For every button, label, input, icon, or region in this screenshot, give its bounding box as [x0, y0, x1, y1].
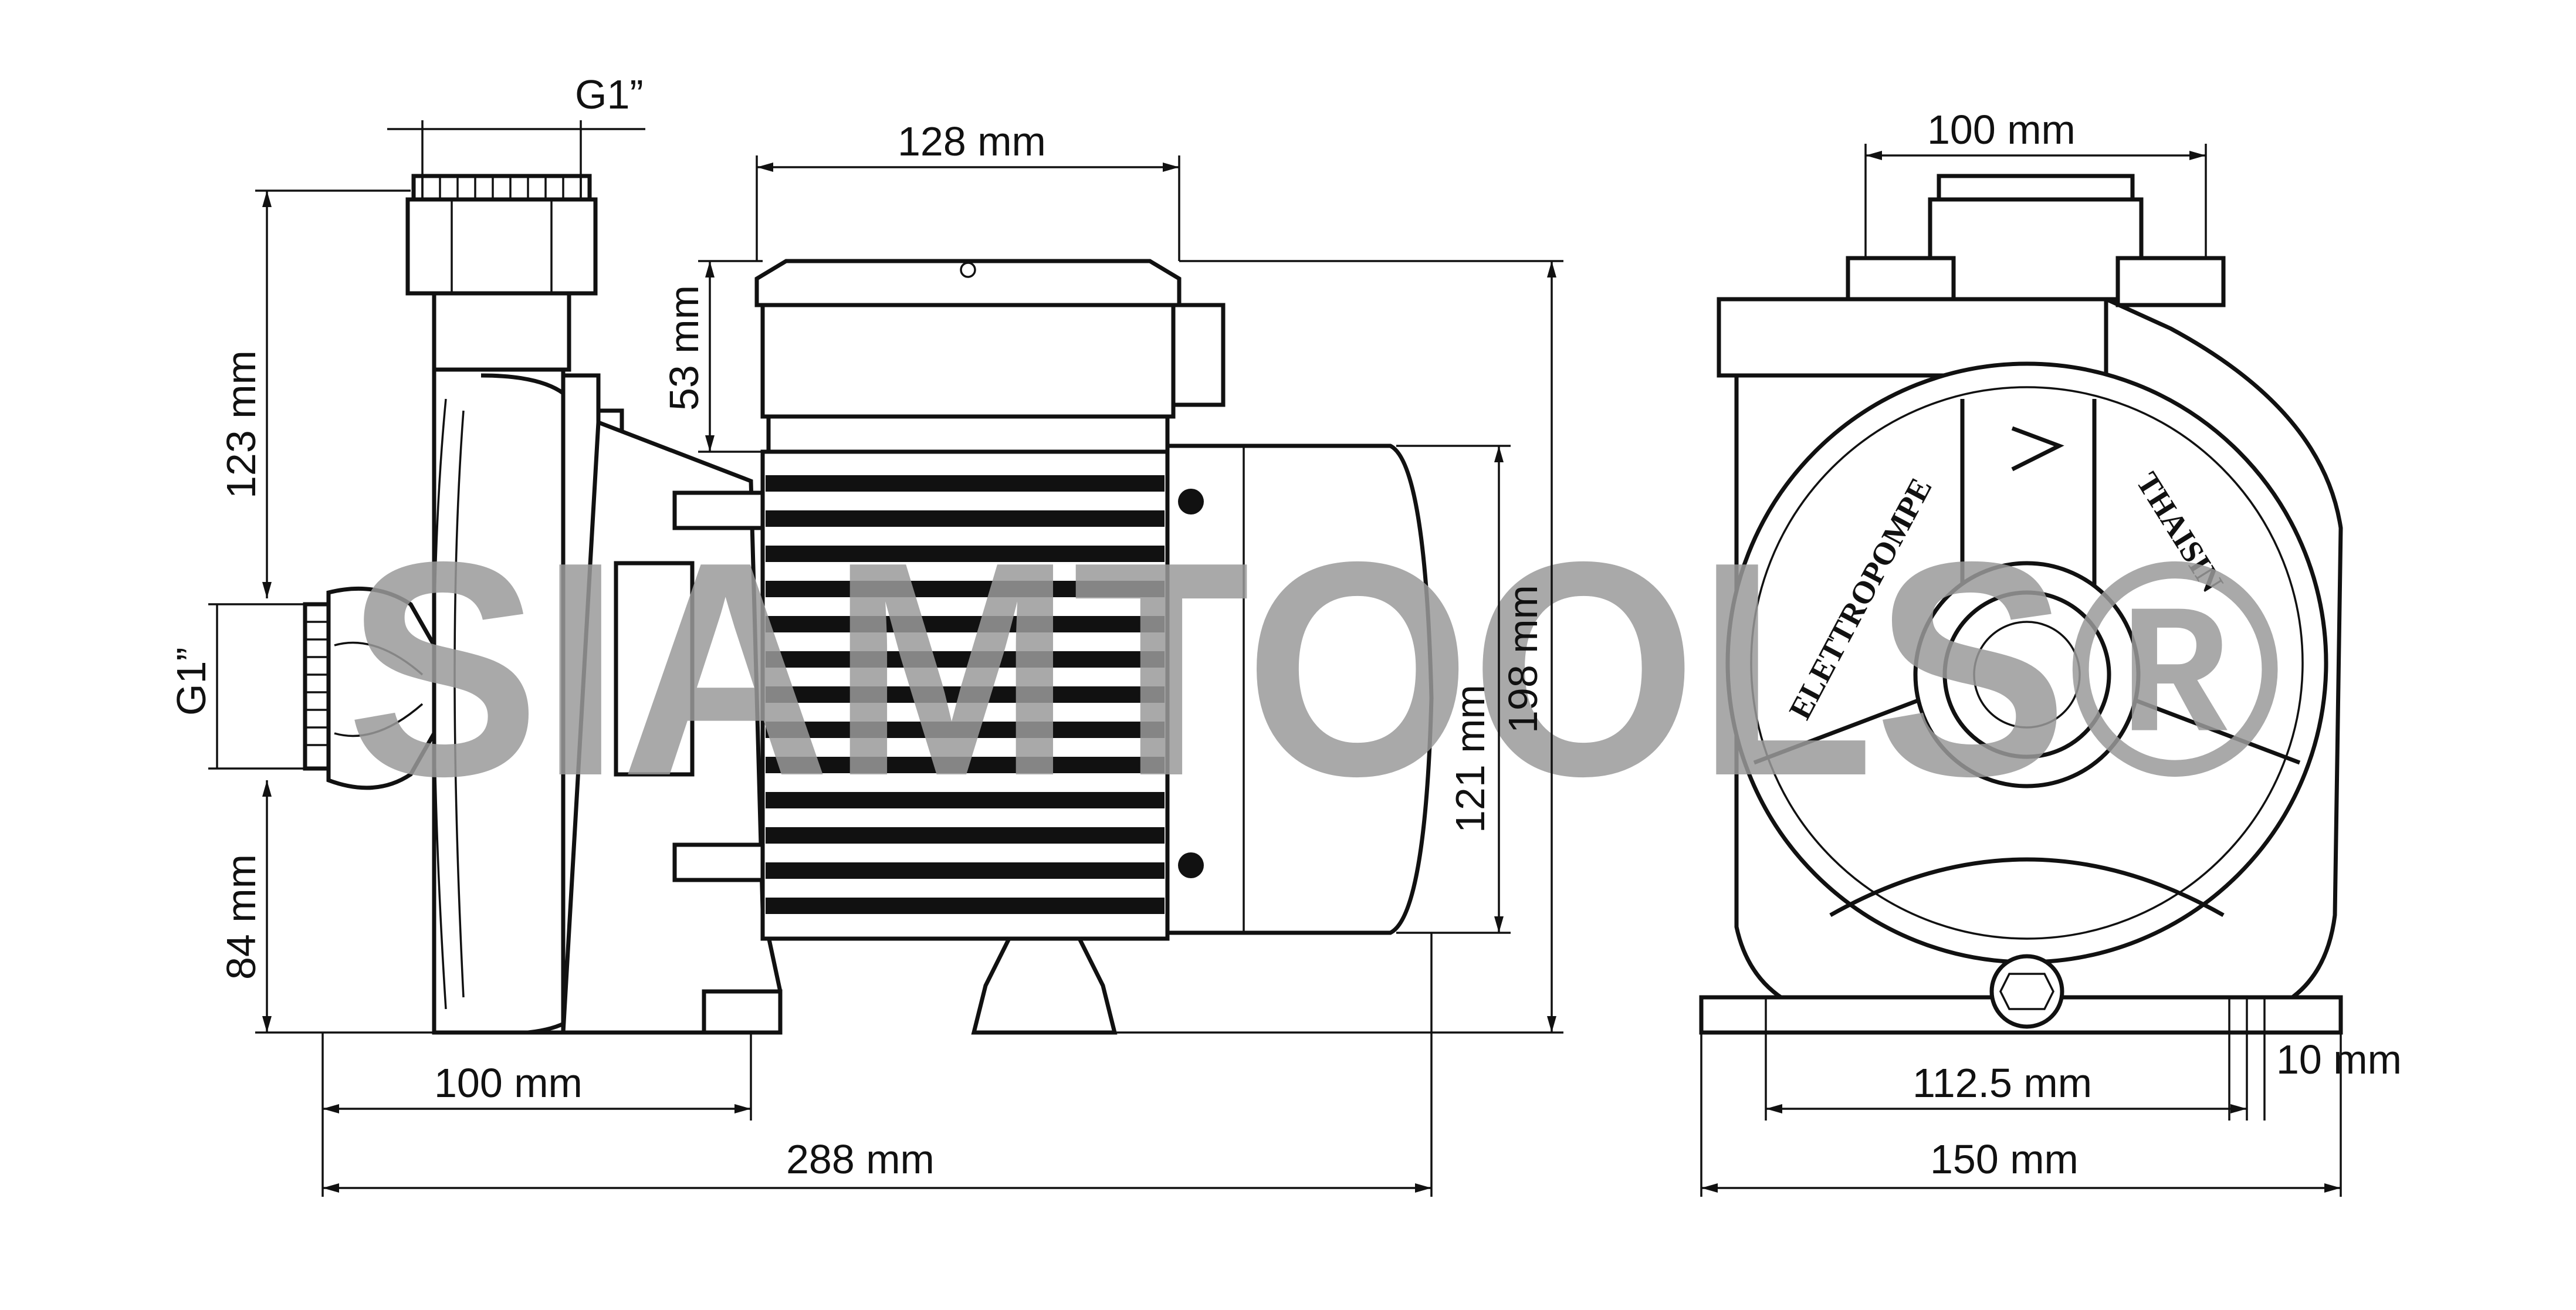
front-housing — [1699, 297, 2343, 1035]
total-width-label: 150 mm — [1930, 1136, 2079, 1182]
height-upper-label: 123 mm — [218, 350, 264, 499]
height-lower-label: 84 mm — [218, 854, 264, 980]
front-top-width-label: 100 mm — [1927, 107, 2076, 153]
motor-bracket — [561, 419, 783, 1035]
terminal-box-height-label: 53 mm — [661, 285, 707, 411]
foot-spacing-label: 112.5 mm — [1912, 1060, 2092, 1106]
front-view: ELETTROPOMPE THAISIN — [1699, 174, 2343, 1035]
dimension-lines — [208, 120, 2342, 1197]
thread-top-label: G1” — [575, 72, 644, 117]
motor-foot — [971, 936, 1118, 1035]
foot-width-label: 10 mm — [2276, 1037, 2402, 1082]
base-length-label: 100 mm — [434, 1060, 583, 1106]
motor-body — [760, 444, 1434, 941]
terminal-box — [754, 259, 1226, 454]
watermark-text: SIAMTOOLS® — [346, 499, 2282, 840]
thread-left-label: G1” — [168, 647, 214, 716]
front-outlet-pipe — [1846, 174, 2226, 307]
side-inlet — [303, 586, 436, 790]
total-length-label: 288 mm — [786, 1136, 935, 1182]
motor-height-label: 121 mm — [1447, 685, 1493, 833]
side-view — [303, 174, 1434, 1035]
top-outlet-pipe — [405, 174, 598, 372]
total-height-label: 198 mm — [1500, 585, 1546, 733]
motor-length-label: 128 mm — [898, 119, 1046, 164]
